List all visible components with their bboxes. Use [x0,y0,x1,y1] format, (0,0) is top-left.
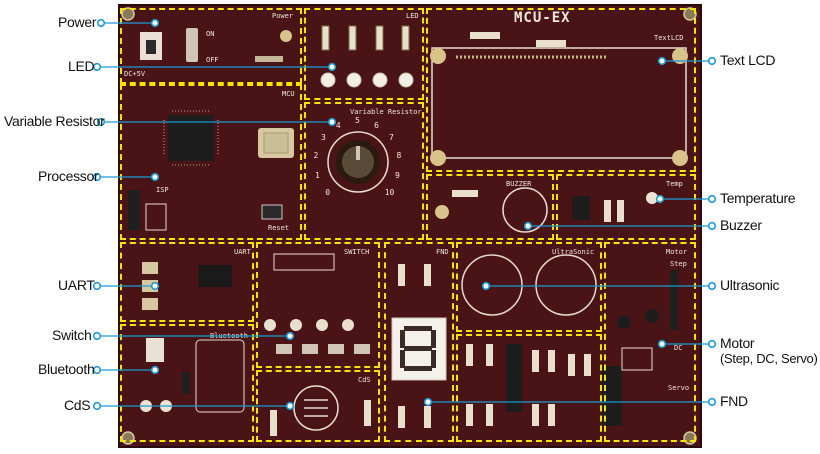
label-bluetooth: Bluetooth [38,361,95,377]
label-motor-types: (Step, DC, Servo) [720,351,818,366]
silk-servo: Servo [668,384,690,392]
label-text-lcd: Text LCD [720,52,776,68]
leader-dot [481,281,491,291]
leader-dot [92,365,102,375]
zone-lower-circuit [456,334,602,442]
dial-number: 0 [325,187,331,197]
label-switch: Switch [52,327,92,343]
leader-dot [150,281,160,291]
label-cds: CdS [64,397,91,413]
silk-buzzer: BUZZER [506,180,532,188]
label-variable-resistor: Variable Resistor [4,113,105,129]
dial-number: 3 [321,133,326,143]
silk-power: Power [272,12,294,20]
dial-number: 8 [396,151,402,161]
leader-dot [707,221,717,231]
leader-dot [96,117,106,127]
silk-dc: DC+5V [124,70,146,78]
leader-dot [707,194,717,204]
dial-number: 10 [384,187,395,197]
zone-switch [256,242,380,368]
label-motor: Motor [720,335,755,351]
board-title: MCU-EX [514,10,571,26]
leader-dot [657,339,667,349]
dial-number: 4 [335,120,341,130]
zone-power [120,8,302,84]
zone-textlcd [426,8,696,172]
leader-dot [655,194,665,204]
silk-off: OFF [206,56,219,64]
zone-fnd [384,242,454,442]
leader-dot [92,401,102,411]
leader-dot [423,397,433,407]
silk-temp: Temp [666,180,683,188]
silk-mcu: MCU [282,90,295,98]
zone-motor [604,242,696,442]
silk-dc-motor: DC [674,344,683,352]
leader-dot [285,331,295,341]
silk-fnd: FND [436,248,449,256]
zone-mcu [120,84,302,240]
zone-ultrasonic [456,242,602,332]
silk-motor: Motor [666,248,688,256]
zone-led [304,8,424,100]
leader-dot [707,281,717,291]
silk-led: LED [406,12,419,20]
leader-dot [285,401,295,411]
leader-dot [327,117,337,127]
leader-dot [150,172,160,182]
leader-dot [92,172,102,182]
dial-number: 9 [394,170,400,180]
dial-number: 1 [315,170,320,180]
label-led: LED [68,58,95,74]
silk-step: Step [670,260,687,268]
leader-dot [707,397,717,407]
silk-uart: UART [234,248,251,256]
silk-textlcd: TextLCD [654,34,684,42]
silk-cds: CdS [358,376,371,384]
zone-bluetooth [120,324,254,442]
silk-on: ON [206,30,215,38]
silk-isp: ISP [156,186,169,194]
leader-dot [327,62,337,72]
leader-dot [150,365,160,375]
leader-dot [707,56,717,66]
label-fnd: FND [720,393,748,409]
leader-dot [523,221,533,231]
silk-reset: Reset [268,224,290,232]
label-ultrasonic: Ultrasonic [720,277,780,293]
dial-number: 5 [355,116,360,125]
leader-dot [92,62,102,72]
label-uart: UART [58,277,95,293]
label-temperature: Temperature [720,190,796,206]
label-processor: Processor [38,168,99,184]
leader-dot [96,18,106,28]
leader-dot [707,339,717,349]
zone-varres [304,102,424,240]
dial-number: 2 [313,151,319,161]
dial-number: 7 [388,133,394,143]
silk-varres: Variable Resistor [350,108,422,116]
silk-ultrasonic: UltraSonic [552,248,595,256]
leader-dot [92,281,102,291]
dial-number: 6 [374,120,379,130]
silk-switch: SWITCH [344,248,370,256]
zone-uart [120,242,254,322]
leader-dot [150,18,160,28]
label-power: Power [58,14,97,30]
leader-dot [657,56,667,66]
label-buzzer: Buzzer [720,217,762,233]
zone-buzzer [426,174,554,240]
leader-dot [92,331,102,341]
zone-temp [556,174,696,240]
